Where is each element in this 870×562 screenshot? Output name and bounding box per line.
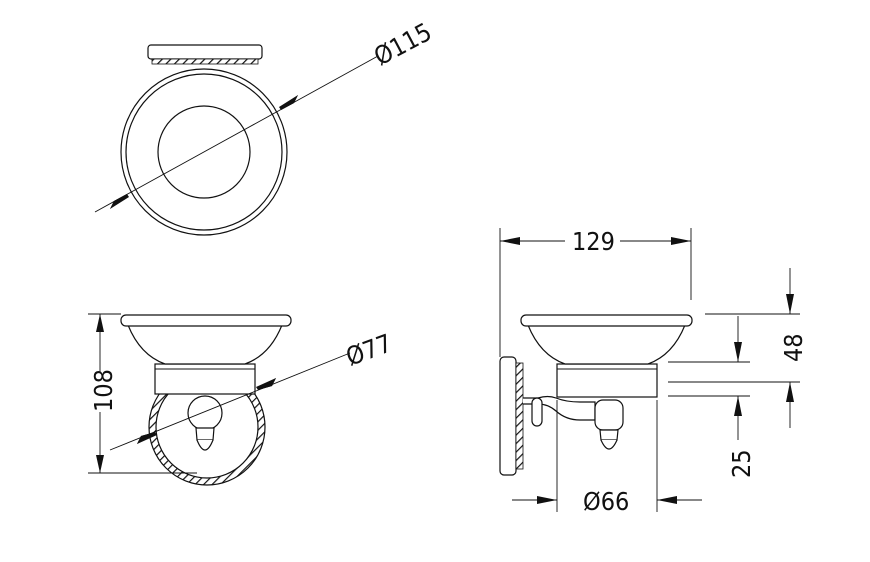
top-view-well: [157, 105, 251, 199]
side-depth-label: 25: [727, 449, 756, 478]
side-width-label: 129: [572, 227, 615, 256]
top-diameter-label: Ø115: [369, 17, 436, 71]
front-view: 108 Ø77: [88, 313, 396, 486]
front-view-knob: [187, 395, 223, 431]
front-diameter-label: Ø77: [342, 329, 395, 372]
top-view: Ø115: [94, 17, 436, 236]
front-view-holder-ring: [154, 363, 256, 395]
side-view: 129 48 25 Ø66: [499, 227, 808, 516]
side-depth-dimension: [668, 316, 750, 440]
front-diameter-dimension: [109, 352, 351, 451]
top-view-inner-rim: [125, 73, 283, 231]
side-view-dish: [527, 324, 686, 365]
side-view-knob: [594, 399, 624, 431]
side-width-dimension: [499, 228, 692, 357]
side-height-label: 48: [779, 333, 808, 362]
top-diameter-dimension: [94, 55, 379, 213]
top-view-back-plate: [147, 44, 263, 60]
front-view-dish: [127, 324, 283, 365]
front-height-label: 108: [89, 369, 118, 412]
side-diameter-dimension: [512, 400, 702, 512]
side-view-wall-plate: [499, 356, 517, 476]
side-height-dimension: [668, 268, 800, 428]
top-view-outer-rim: [120, 68, 288, 236]
side-diameter-label: Ø66: [583, 487, 629, 516]
front-height-dimension: [88, 313, 197, 474]
